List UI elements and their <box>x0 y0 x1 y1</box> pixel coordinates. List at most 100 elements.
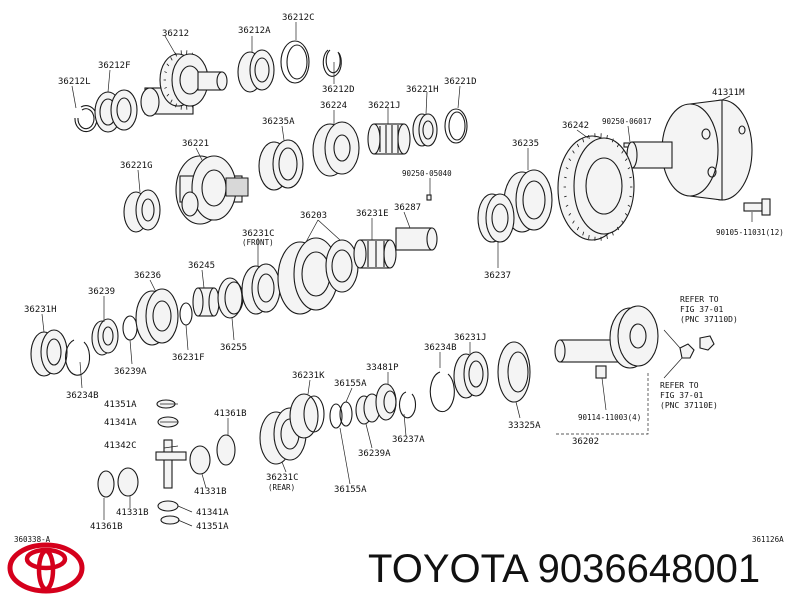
label-36212: 36212 <box>162 29 189 39</box>
label-36212D: 36212D <box>322 85 355 95</box>
gear-36212 <box>140 50 228 117</box>
gear-tooth <box>627 204 631 207</box>
label-41351A-bottom: 41351A <box>196 522 229 532</box>
label-90105: 90105-11031(12) <box>716 228 784 237</box>
snap-ring-36212D <box>322 49 342 77</box>
refer-upper-line-3: (PNC 37110D) <box>680 315 738 324</box>
gear-tooth <box>588 134 590 139</box>
gear-tooth <box>565 167 569 170</box>
label-36231K: 36231K <box>292 371 325 381</box>
label-36203: 36203 <box>300 211 327 221</box>
label-36155A-bottom: 36155A <box>334 485 367 495</box>
snap-ring-36212L <box>74 105 98 133</box>
label-36231C-rear: 36231C <box>266 473 299 483</box>
gear-tooth <box>624 213 628 216</box>
seal-33325A <box>497 341 531 403</box>
label-36212A: 36212A <box>238 26 271 36</box>
label-36237A: 36237A <box>392 435 425 445</box>
ring-36231F <box>179 302 193 326</box>
refer-upper-line-2: FIG 37-01 <box>680 305 724 314</box>
label-36221H: 36221H <box>406 85 439 95</box>
label-36224: 36224 <box>320 101 347 111</box>
bearing-36231K <box>289 393 325 439</box>
bearing-36212A <box>237 49 275 93</box>
gear-tooth <box>170 99 173 103</box>
label-90250-05040: 90250-05040 <box>402 169 452 178</box>
part-labels: 36212 36212A 36212C 36212F 36212L 36212D… <box>14 13 784 544</box>
label-36221J: 36221J <box>368 101 401 111</box>
refer-upper-line-1: REFER TO <box>680 295 719 304</box>
label-36212C: 36212C <box>282 13 315 23</box>
flange-shaft-36202 <box>554 305 659 369</box>
leader-lines <box>41 22 753 527</box>
gear-tooth <box>582 138 585 143</box>
bearing-36231J <box>453 351 489 399</box>
label-36239A-mid: 36239A <box>358 449 391 459</box>
label-90250-06017: 90250-06017 <box>602 117 652 126</box>
label-36287: 36287 <box>394 203 421 213</box>
label-41342C: 41342C <box>104 441 137 451</box>
label-33325A: 33325A <box>508 421 541 431</box>
gear-tooth <box>616 226 620 231</box>
gear-tooth <box>606 235 608 240</box>
label-36221D: 36221D <box>444 77 477 87</box>
refer-lower-line-1: REFER TO <box>660 381 699 390</box>
gear-tooth <box>565 204 569 207</box>
gear-tooth <box>175 103 177 108</box>
label-36221G: 36221G <box>120 161 153 171</box>
label-41311M: 41311M <box>712 88 745 98</box>
label-36236: 36236 <box>134 271 161 281</box>
gear-tooth <box>611 138 614 143</box>
collar-36221H <box>412 113 438 147</box>
gear-tooth <box>627 167 631 170</box>
shaft-36287 <box>395 227 438 251</box>
ring-36255 <box>217 277 244 319</box>
gear-36203 <box>277 237 359 315</box>
label-36235: 36235 <box>512 139 539 149</box>
reference-code-right: 361126A <box>752 535 784 544</box>
label-36235A: 36235A <box>262 117 295 127</box>
gear-tooth <box>576 143 580 148</box>
label-41351A-top: 41351A <box>104 400 137 410</box>
refer-lower-line-3: (PNC 37110E) <box>660 401 718 410</box>
label-41341A-bottom: 41341A <box>196 508 229 518</box>
label-41331B-mid: 41331B <box>194 487 227 497</box>
label-36239: 36239 <box>88 287 115 297</box>
ring-36212C <box>280 40 310 84</box>
label-36255: 36255 <box>220 343 247 353</box>
ring-gear-36242 <box>557 133 635 241</box>
brand-part-number-heading: TOYOTA 9036648001 <box>368 547 761 591</box>
refer-lower-line-2: FIG 37-01 <box>660 391 704 400</box>
label-41361B-top: 41361B <box>214 409 247 419</box>
gear-tooth <box>629 195 632 198</box>
label-41341A-top: 41341A <box>104 418 137 428</box>
gear-tooth <box>164 71 167 74</box>
bolt-90114-11003 <box>595 365 607 379</box>
hub-36237 <box>477 193 515 243</box>
gear-tooth <box>564 195 567 198</box>
gear-tooth <box>629 176 632 179</box>
ring-36221D <box>444 108 468 144</box>
label-36234B-left: 36234B <box>66 391 99 401</box>
gear-tooth <box>624 158 628 161</box>
gear-36236 <box>135 288 179 346</box>
gear-tooth <box>621 150 624 154</box>
gear-tooth <box>582 231 585 236</box>
label-36237: 36237 <box>484 271 511 281</box>
reference-code-left: 360338-A <box>14 535 51 544</box>
snap-ring-33481P <box>398 391 417 419</box>
bearing-36231C-rear <box>259 407 307 465</box>
label-36212F: 36212F <box>98 61 131 71</box>
label-36202: 36202 <box>572 437 599 447</box>
needle-bearing-36231E <box>353 239 397 269</box>
label-36231F: 36231F <box>172 353 205 363</box>
label-36239A-left: 36239A <box>114 367 147 377</box>
gear-tooth <box>611 231 614 236</box>
label-36234B-right: 36234B <box>424 343 457 353</box>
gear-36224 <box>312 121 360 177</box>
bearing-36212F <box>94 89 138 133</box>
gear-tooth <box>564 176 567 179</box>
gear-tooth <box>588 235 590 240</box>
rings-36155A <box>329 401 353 429</box>
